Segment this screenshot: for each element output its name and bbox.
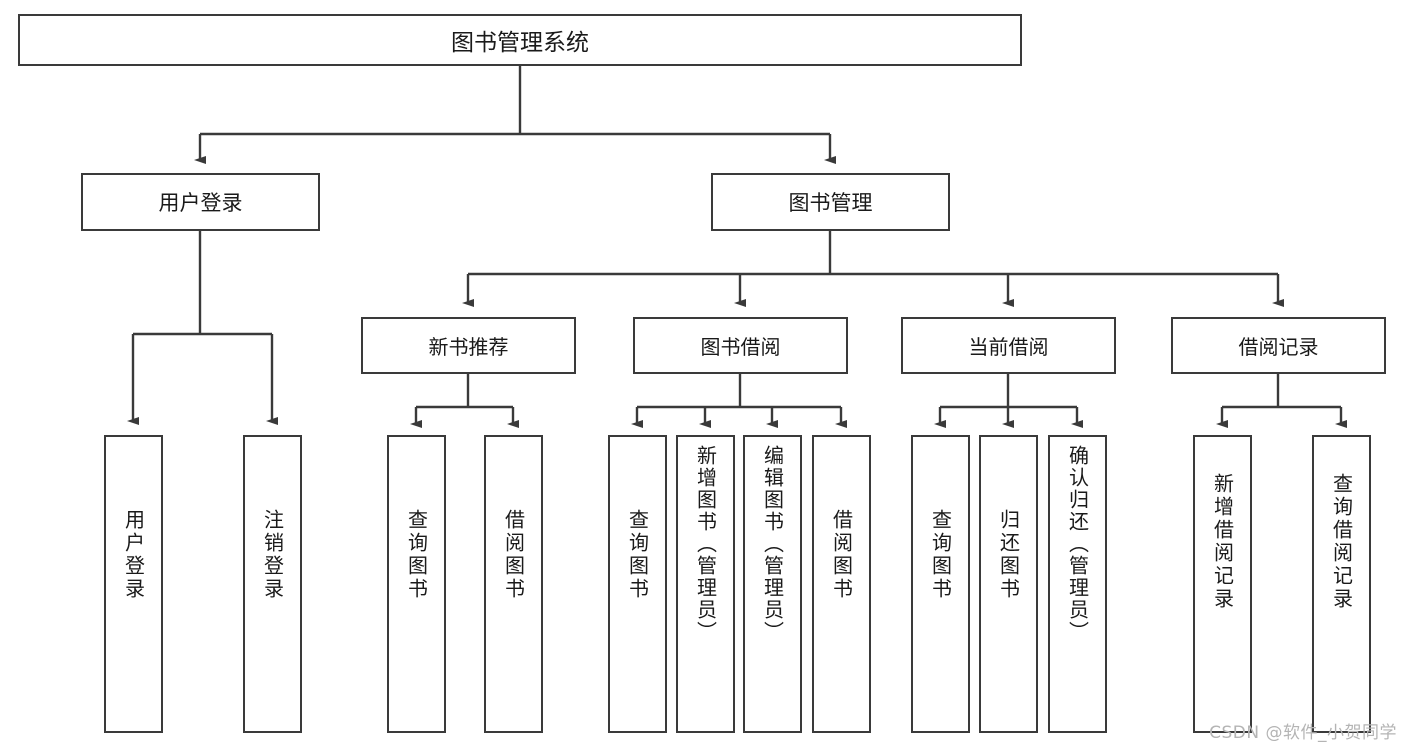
node-current-borrow[interactable]: 当前借阅: [901, 317, 1116, 374]
leaf-edit-book-label: 编辑图书（管理员）: [760, 445, 785, 643]
leaf-add-record-label: 新增借阅记录: [1210, 473, 1235, 611]
leaf-query-book-3-label: 查询图书: [928, 509, 953, 601]
node-borrow-record-label: 借阅记录: [1238, 335, 1319, 359]
node-user-login[interactable]: 用户登录: [81, 173, 320, 231]
leaf-query-record[interactable]: 查询借阅记录: [1312, 435, 1371, 733]
leaf-confirm-return[interactable]: 确认归还（管理员）: [1048, 435, 1107, 733]
leaf-borrow-book-2[interactable]: 借阅图书: [812, 435, 871, 733]
leaf-query-record-label: 查询借阅记录: [1329, 473, 1354, 611]
node-book-management-label: 图书管理: [788, 191, 873, 215]
leaf-borrow-book-1[interactable]: 借阅图书: [484, 435, 543, 733]
leaf-edit-book[interactable]: 编辑图书（管理员）: [743, 435, 802, 733]
leaf-query-book-1-label: 查询图书: [404, 509, 429, 601]
leaf-user-logout[interactable]: 注销登录: [243, 435, 302, 733]
leaf-user-login-label: 用户登录: [121, 509, 146, 601]
node-new-book-recommend[interactable]: 新书推荐: [361, 317, 576, 374]
leaf-return-book[interactable]: 归还图书: [979, 435, 1038, 733]
leaf-query-book-1[interactable]: 查询图书: [387, 435, 446, 733]
leaf-borrow-book-1-label: 借阅图书: [501, 509, 526, 601]
node-new-book-recommend-label: 新书推荐: [428, 335, 509, 359]
leaf-query-book-3[interactable]: 查询图书: [911, 435, 970, 733]
node-book-management[interactable]: 图书管理: [711, 173, 950, 231]
node-user-login-label: 用户登录: [158, 191, 243, 215]
leaf-add-book[interactable]: 新增图书（管理员）: [676, 435, 735, 733]
watermark: CSDN @软件_小贺同学: [1209, 723, 1397, 743]
leaf-query-book-2-label: 查询图书: [625, 509, 650, 601]
leaf-user-login[interactable]: 用户登录: [104, 435, 163, 733]
node-book-borrow[interactable]: 图书借阅: [633, 317, 848, 374]
node-book-borrow-label: 图书借阅: [700, 335, 781, 359]
node-current-borrow-label: 当前借阅: [968, 335, 1049, 359]
leaf-borrow-book-2-label: 借阅图书: [829, 509, 854, 601]
node-borrow-record[interactable]: 借阅记录: [1171, 317, 1386, 374]
leaf-add-record[interactable]: 新增借阅记录: [1193, 435, 1252, 733]
leaf-add-book-label: 新增图书（管理员）: [693, 445, 718, 643]
leaf-confirm-return-label: 确认归还（管理员）: [1065, 445, 1090, 643]
leaf-return-book-label: 归还图书: [996, 509, 1021, 601]
leaf-query-book-2[interactable]: 查询图书: [608, 435, 667, 733]
node-root-label: 图书管理系统: [451, 30, 589, 56]
node-root[interactable]: 图书管理系统: [18, 14, 1022, 66]
leaf-user-logout-label: 注销登录: [260, 509, 285, 601]
